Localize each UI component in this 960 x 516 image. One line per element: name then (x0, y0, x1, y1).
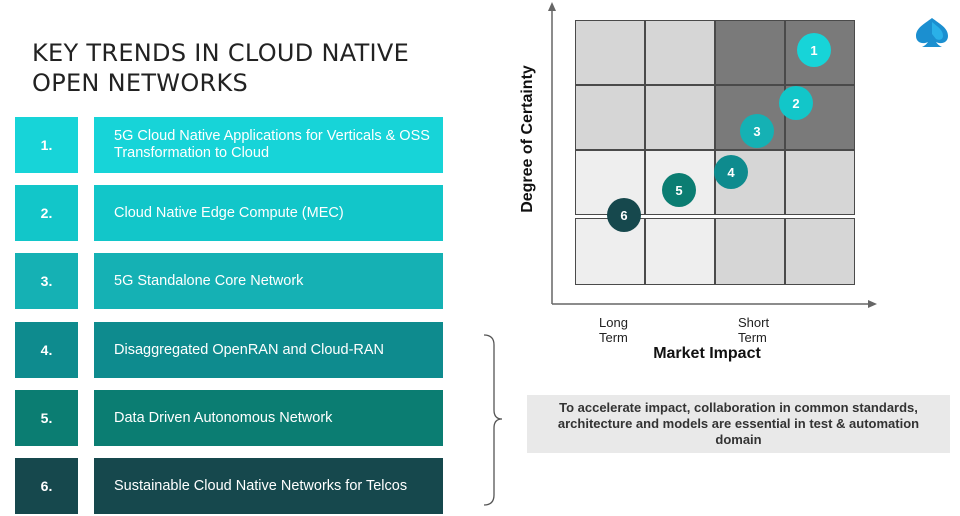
trend-number-6: 6. (15, 458, 78, 514)
matrix-cell (715, 218, 785, 285)
trend-number-5: 5. (15, 390, 78, 446)
trend-number-3: 3. (15, 253, 78, 309)
matrix-cell (645, 218, 715, 285)
trend-number-1: 1. (15, 117, 78, 173)
bubble-4: 4 (714, 155, 748, 189)
trend-label-1: 5G Cloud Native Applications for Vertica… (94, 117, 443, 173)
grouping-bracket (483, 334, 503, 506)
bubble-3: 3 (740, 114, 774, 148)
trend-label-2: Cloud Native Edge Compute (MEC) (94, 185, 443, 241)
matrix-axes (548, 2, 877, 308)
matrix-cell (645, 20, 715, 85)
matrix-cell (645, 85, 715, 150)
trend-row-5: 5. Data Driven Autonomous Network (15, 390, 443, 446)
collaboration-note: To accelerate impact, collaboration in c… (527, 395, 950, 453)
bubble-2: 2 (779, 86, 813, 120)
trend-label-3: 5G Standalone Core Network (94, 253, 443, 309)
bubble-5: 5 (662, 173, 696, 207)
trend-label-4: Disaggregated OpenRAN and Cloud-RAN (94, 322, 443, 378)
trend-row-4: 4. Disaggregated OpenRAN and Cloud-RAN (15, 322, 443, 378)
spade-logo-icon (916, 18, 948, 47)
matrix-cell (785, 218, 855, 285)
x-tick-short-term: Short Term (738, 315, 770, 345)
bubble-6: 6 (607, 198, 641, 232)
trend-number-2: 2. (15, 185, 78, 241)
trend-label-5: Data Driven Autonomous Network (94, 390, 443, 446)
trend-number-4: 4. (15, 322, 78, 378)
matrix-cell (785, 150, 855, 215)
trend-row-6: 6. Sustainable Cloud Native Networks for… (15, 458, 443, 514)
x-tick-long-term: Long Term (599, 315, 628, 345)
trend-label-6: Sustainable Cloud Native Networks for Te… (94, 458, 443, 514)
x-axis-label: Market Impact (653, 345, 761, 362)
matrix-cell (715, 20, 785, 85)
page-title: KEY TRENDS IN CLOUD NATIVE OPEN NETWORKS (32, 39, 410, 97)
matrix-cell (575, 20, 645, 85)
trend-row-2: 2. Cloud Native Edge Compute (MEC) (15, 185, 443, 241)
trend-row-1: 1. 5G Cloud Native Applications for Vert… (15, 117, 443, 173)
trend-row-3: 3. 5G Standalone Core Network (15, 253, 443, 309)
matrix-cell (575, 85, 645, 150)
y-axis-label: Degree of Certainty (519, 65, 536, 213)
bubble-1: 1 (797, 33, 831, 67)
